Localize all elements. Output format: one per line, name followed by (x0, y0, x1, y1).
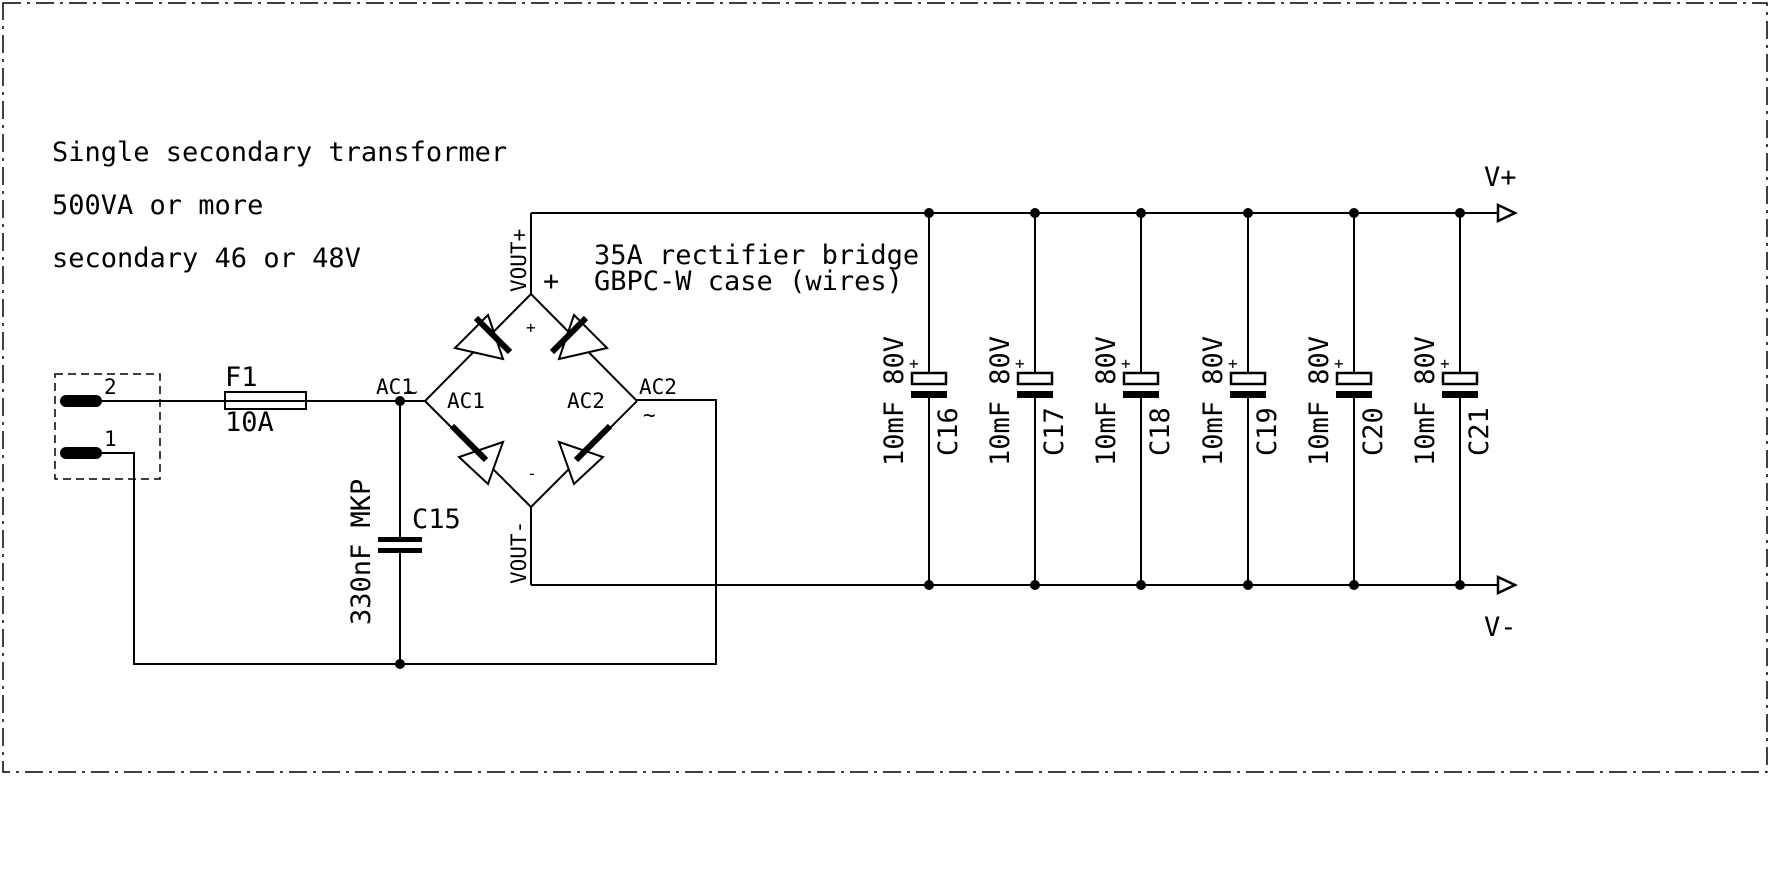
junction-bottom (1455, 580, 1465, 590)
port-vminus-icon (1496, 575, 1518, 595)
cap-value: 10mF 80V (1304, 336, 1335, 466)
bridge-desc-1: 35A rectifier bridge (594, 240, 919, 271)
cap-polarity-mark: + (1228, 354, 1238, 373)
cap-plate-positive (1229, 371, 1267, 386)
connector-outline (54, 373, 161, 480)
cap-polarity-mark: + (1121, 354, 1131, 373)
capacitor-c15: C15 330nF MKP (346, 479, 461, 625)
cap-ref: C21 (1464, 407, 1495, 456)
note-line-1: Single secondary transformer (52, 137, 507, 168)
cap-plate-positive (910, 371, 948, 386)
note-line-3: secondary 46 or 48V (52, 243, 361, 274)
bridge-pin-ac2-inner: AC2 (567, 389, 605, 413)
junction-ac1 (395, 396, 405, 406)
capacitor-c19: +10mF 80V C19 (1198, 208, 1283, 590)
capacitor-c17: +10mF 80V C17 (985, 208, 1070, 590)
port-vminus-label: V- (1484, 612, 1517, 643)
bridge-pin-ac2-outer: AC2 (639, 375, 677, 399)
cap-ref: C20 (1358, 407, 1389, 456)
cap-value: 10mF 80V (985, 336, 1016, 466)
bridge-rectifier: 35A rectifier bridge GBPC-W case (wires)… (376, 213, 919, 585)
c15-value: 330nF MKP (346, 479, 377, 625)
junction-bottom (924, 580, 934, 590)
diode-bottom-right (557, 440, 605, 486)
junction-bottom (1243, 580, 1253, 590)
junction-bottom (1349, 580, 1359, 590)
connector-pin-1-label: 1 (104, 427, 117, 451)
cap-plate-positive (1122, 371, 1160, 386)
diode-bottom-left-bar (449, 423, 489, 463)
junction-top (1455, 208, 1465, 218)
cap-value: 10mF 80V (1091, 336, 1122, 466)
capacitor-c18: +10mF 80V C18 (1091, 208, 1176, 590)
diode-top-left-bar (473, 315, 513, 355)
junction-top (1136, 208, 1146, 218)
junction-top (924, 208, 934, 218)
bridge-pin-ac1-outer: AC1 (376, 375, 414, 399)
cap-plate-positive (1016, 371, 1054, 386)
cap-plate-negative (911, 391, 947, 398)
cap-value: 10mF 80V (1198, 336, 1229, 466)
diode-top-right-bar (549, 315, 589, 355)
port-vplus-icon (1496, 203, 1518, 223)
cap-ref: C19 (1252, 407, 1283, 456)
fuse-value: 10A (225, 407, 274, 438)
capacitor-c16: +10mF 80V C16 (879, 208, 964, 590)
cap-polarity-mark: + (1440, 354, 1450, 373)
cap-plate-negative (1442, 391, 1478, 398)
capacitor-c20: +10mF 80V C20 (1304, 208, 1389, 590)
c15-plate-bottom (378, 548, 422, 553)
cap-polarity-mark: + (1015, 354, 1025, 373)
port-vplus-label: V+ (1484, 162, 1517, 193)
junction-top (1243, 208, 1253, 218)
bridge-pin-vout-plus: VOUT+ (507, 229, 531, 292)
bridge-pin-vout-minus: VOUT- (507, 521, 531, 584)
diode-bottom-right-bar (573, 423, 613, 463)
cap-plate-negative (1017, 391, 1053, 398)
bridge-plus-small: + (526, 318, 536, 337)
cap-ref: C18 (1145, 407, 1176, 456)
junction-bottom (1136, 580, 1146, 590)
cap-value: 10mF 80V (879, 336, 910, 466)
note-line-2: 500VA or more (52, 190, 263, 221)
cap-polarity-mark: + (1334, 354, 1344, 373)
bridge-tilde-left: ~ (405, 380, 418, 404)
junction-return (395, 659, 405, 669)
cap-plate-negative (1230, 391, 1266, 398)
connector: 2 1 (54, 373, 161, 480)
diode-bottom-left (457, 440, 505, 486)
cap-plate-positive (1441, 371, 1479, 386)
bridge-desc-2: GBPC-W case (wires) (594, 266, 903, 297)
cap-plate-negative (1336, 391, 1372, 398)
sheet-frame (2, 2, 1768, 773)
capacitor-c21: +10mF 80V C21 (1410, 208, 1495, 590)
c15-plate-top (378, 537, 422, 542)
input-wiring (102, 396, 717, 669)
c15-ref: C15 (412, 504, 461, 535)
junction-bottom (1030, 580, 1040, 590)
cap-ref: C17 (1039, 407, 1070, 456)
bridge-minus-small: - (527, 464, 537, 483)
bridge-pin-ac1-inner: AC1 (447, 389, 485, 413)
connector-pin-2 (60, 395, 102, 407)
dc-rails: V+ V- (531, 162, 1518, 643)
fuse-f1: F1 10A (224, 362, 307, 438)
bridge-plus-mark: + (543, 266, 559, 297)
cap-plate-negative (1123, 391, 1159, 398)
cap-ref: C16 (933, 407, 964, 456)
wire-pin1-return (102, 399, 717, 665)
cap-value: 10mF 80V (1410, 336, 1441, 466)
cap-plate-positive (1335, 371, 1373, 386)
connector-pin-1 (60, 447, 102, 459)
fuse-ref: F1 (225, 362, 258, 393)
connector-pin-2-label: 2 (104, 375, 117, 399)
junction-top (1030, 208, 1040, 218)
bridge-tilde-right: ~ (643, 403, 656, 427)
junction-top (1349, 208, 1359, 218)
cap-polarity-mark: + (909, 354, 919, 373)
